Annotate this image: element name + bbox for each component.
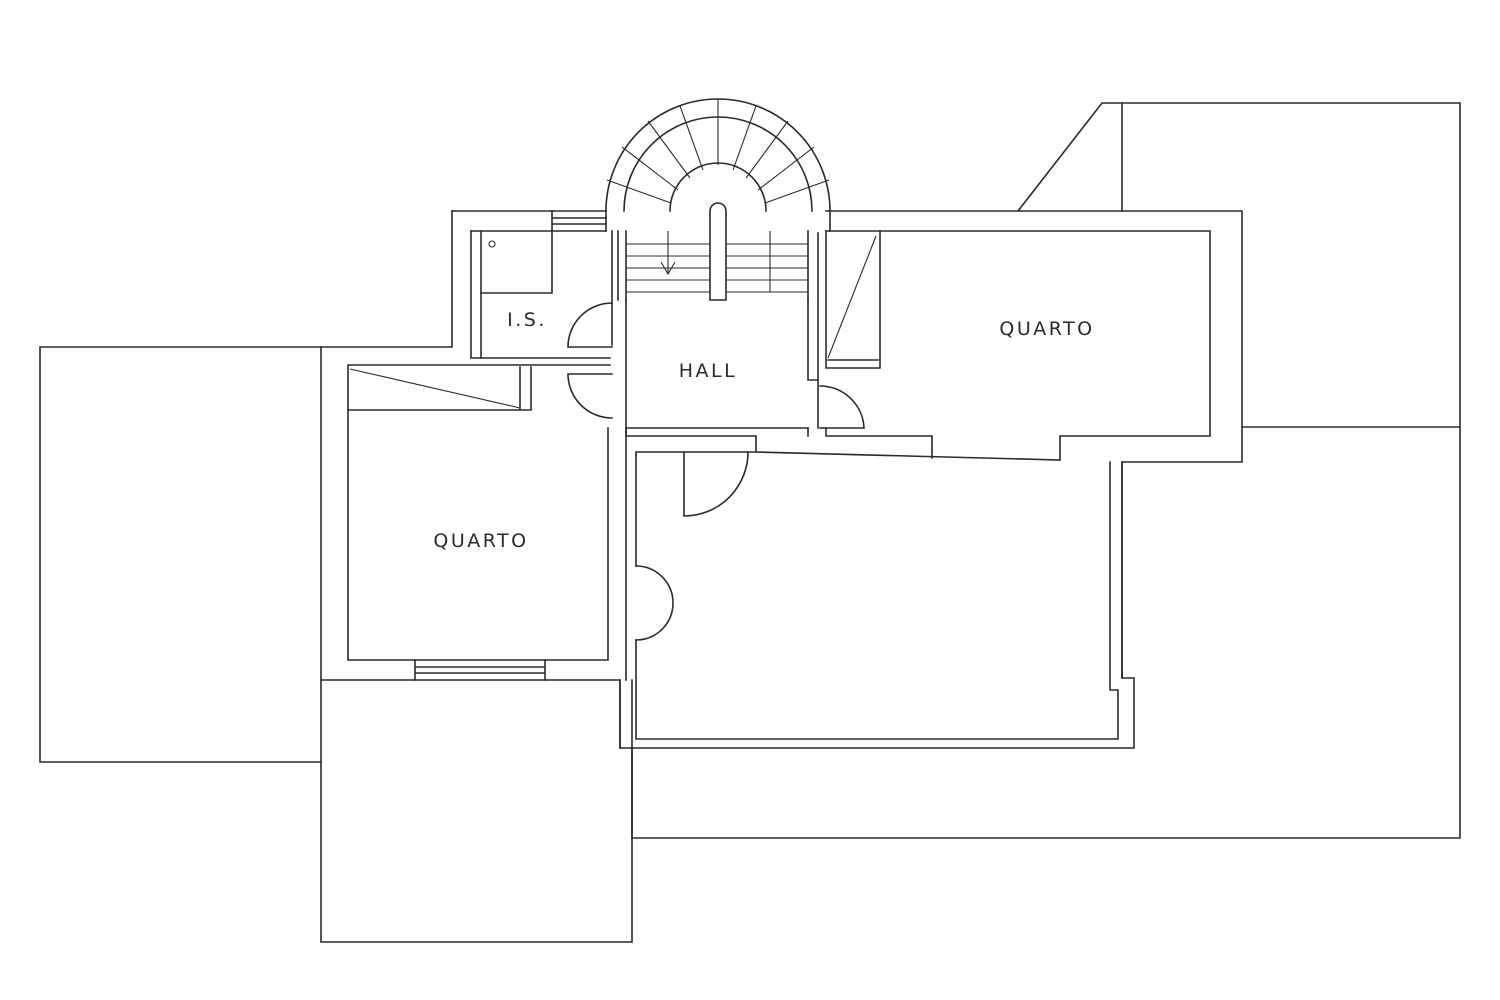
- spiral-staircase: [605, 98, 831, 301]
- bathroom-label: I.S.: [507, 309, 547, 331]
- wardrobe-left: [347, 366, 532, 411]
- bedroom-left-label: QUARTO: [433, 530, 528, 552]
- hall-walls: [625, 230, 1211, 461]
- hall-label: HALL: [679, 360, 737, 382]
- roof-outline-right: [631, 102, 1461, 839]
- wardrobe-right: [825, 230, 881, 369]
- roof-outline-bottom-left: [320, 679, 633, 943]
- doors: [567, 302, 865, 641]
- roof-outline-left: [39, 346, 322, 763]
- bedroom-right-label: QUARTO: [999, 318, 1094, 340]
- fixture-icon: [488, 240, 496, 248]
- bathroom: I.S.: [480, 230, 619, 359]
- outer-walls: [320, 210, 1243, 749]
- stair-direction-arrow-icon: [660, 231, 676, 276]
